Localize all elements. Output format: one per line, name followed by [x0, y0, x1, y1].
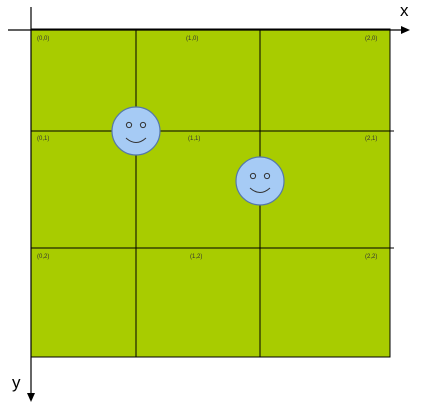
x-axis	[8, 26, 410, 34]
cell-label: (0,0)	[37, 36, 49, 42]
smiley-face-icon	[235, 156, 285, 206]
cell-label: (2,0)	[365, 36, 377, 42]
x-axis-label: x	[400, 1, 409, 20]
cell-label: (1,1)	[188, 136, 200, 142]
y-axis-label: y	[12, 373, 21, 392]
cell-label: (1,0)	[186, 36, 198, 42]
x-axis-arrowhead	[401, 26, 410, 34]
cell-label: (0,1)	[37, 136, 49, 142]
cell-label: (2,2)	[365, 254, 377, 260]
cell-label: (2,1)	[365, 136, 377, 142]
grid-background	[30, 28, 391, 358]
cell-labels: (0,0) (1,0) (2,0) (0,1) (1,1) (2,1) (0,2…	[37, 36, 377, 260]
y-axis-arrowhead	[27, 393, 35, 402]
cell-label: (1,2)	[190, 254, 202, 260]
smiley-face-icon	[111, 106, 161, 156]
y-axis	[27, 7, 35, 402]
cell-label: (0,2)	[37, 254, 49, 260]
grid-lines	[31, 29, 394, 357]
